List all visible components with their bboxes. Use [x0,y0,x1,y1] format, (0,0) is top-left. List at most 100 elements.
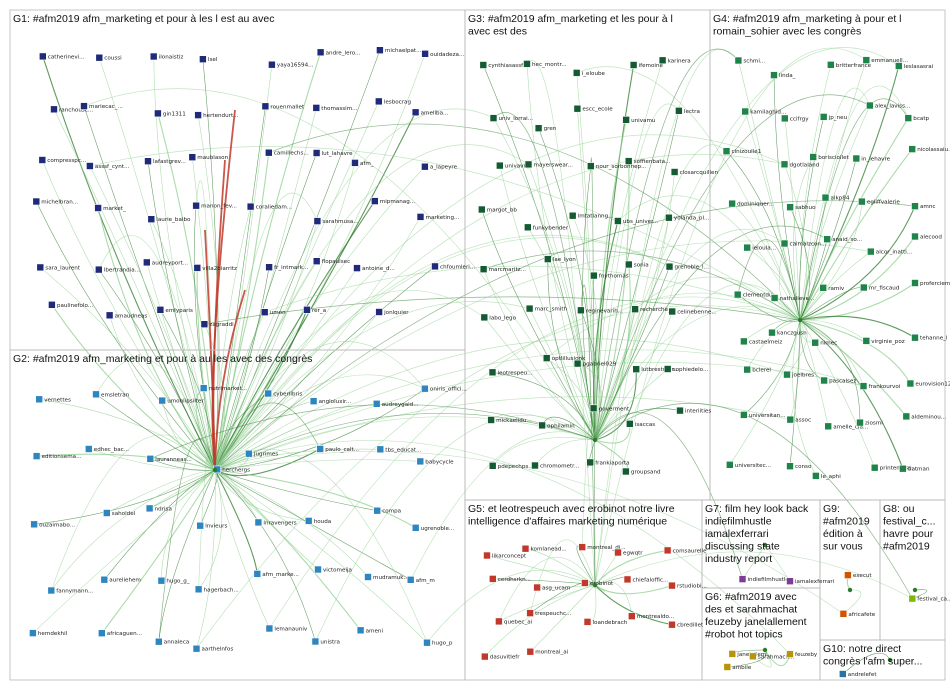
node[interactable]: hemdekhil [29,629,68,638]
node[interactable]: hagerbach... [194,585,239,594]
node[interactable]: coussi [95,53,122,62]
node[interactable]: lmtatianng... [568,211,614,220]
node[interactable]: in_lehavre [852,154,891,163]
node[interactable]: nicolassaiu... [908,145,950,154]
node[interactable]: sophiedelo... [663,365,709,374]
node[interactable]: ameni [356,626,383,635]
node[interactable]: cbredillet [668,620,704,629]
node[interactable]: aureliehem [100,575,141,584]
node[interactable]: feuzeby [786,650,818,659]
node[interactable]: aldeminou... [902,412,947,421]
node[interactable]: zagraddi [200,320,234,329]
node[interactable]: ilonaistiz [149,52,183,61]
node[interactable]: rouenmallet [261,102,305,111]
node[interactable]: lectra [675,107,700,115]
node[interactable]: asg_ucam [533,583,571,592]
node[interactable]: sabhuo [786,203,816,212]
node[interactable]: celinebenne... [668,307,717,316]
node[interactable]: nathalieve... [770,294,815,303]
node[interactable]: lbertrandia... [95,265,140,274]
node[interactable]: universitec... [725,460,771,469]
node[interactable]: africaguen... [98,629,142,638]
node[interactable]: paulinefolo... [48,300,93,309]
node[interactable]: castaelmeiz [740,337,782,346]
node[interactable]: mariecac_... [80,102,124,111]
node[interactable]: groupsand [622,467,661,476]
node[interactable]: ndrisa [145,504,172,513]
node[interactable]: lesbocrag [374,97,411,106]
node[interactable]: lnravengers [254,518,297,527]
node[interactable]: coraliedam... [246,202,292,211]
node[interactable]: babycycle [416,457,454,466]
node[interactable]: lae_lyon [543,255,576,264]
node[interactable]: gin1311 [154,109,186,118]
node[interactable]: flopaulsec [312,257,350,266]
node[interactable]: amnc [911,202,936,211]
node[interactable]: grenoble_l... [665,262,709,271]
node[interactable]: leslasasrai [894,62,934,71]
node[interactable]: afm_m [406,575,435,584]
node[interactable]: mayerswear... [524,160,573,169]
node[interactable]: dominiquer... [728,199,774,208]
node[interactable]: alex_laviss... [866,101,911,110]
node[interactable]: schmi... [734,56,766,65]
node[interactable]: andre_lero... [316,48,361,57]
node[interactable]: isaccas [625,419,655,428]
node[interactable]: ramiv [819,283,845,292]
node[interactable]: sara_laurent [36,263,81,272]
node[interactable]: kanczgusn [768,328,808,337]
node[interactable]: dasuvitlefr [480,652,520,661]
node[interactable]: ifemoine [629,61,664,70]
node[interactable]: montrealdo... [627,612,674,621]
node[interactable]: mudramuk... [364,573,410,582]
node[interactable]: mickaelidu... [487,416,532,425]
node[interactable]: compa [373,506,401,515]
node[interactable]: tehanne_l [911,333,948,342]
node[interactable]: compresspc... [38,156,87,165]
node[interactable]: marc_smith [525,304,568,313]
node[interactable]: pgabriel029 [573,359,617,368]
node[interactable]: printempse... [870,463,917,472]
node[interactable]: alkp84 [821,193,850,202]
node[interactable]: antoine_d... [353,264,396,273]
node[interactable]: chromometr... [531,461,580,470]
node[interactable]: egliffvalerie [858,197,900,206]
node[interactable]: afm_marke... [253,570,299,578]
node[interactable]: fannymann... [47,586,94,595]
node[interactable]: optlillusionk [542,354,586,363]
node[interactable]: bclerel [743,365,772,374]
node[interactable]: universitan... [740,411,786,419]
node[interactable]: alecood [911,232,943,241]
node[interactable]: funkybender [523,223,569,232]
node[interactable]: quebec_ai [495,617,533,626]
node[interactable]: annaleca [155,637,189,646]
node[interactable]: festival_ca... [908,594,950,603]
node[interactable]: marketing... [416,213,460,221]
node[interactable]: yaya16594... [268,60,314,69]
node[interactable]: soffienbata... [624,157,671,166]
node[interactable]: lauranneas... [146,454,192,463]
node[interactable]: marcmaritz... [479,265,526,274]
node[interactable]: bcatp [904,114,930,123]
node[interactable]: i_eloube [572,69,606,77]
node[interactable]: aarthelnfos [192,644,233,653]
node[interactable]: escc_ecole [573,104,613,113]
node[interactable]: asssf_cynt... [86,162,130,171]
node[interactable]: sarahmusa... [313,217,359,226]
node[interactable]: cinizoulle1 [722,147,762,156]
node[interactable]: herchergs [213,465,250,474]
node[interactable]: univavny [495,161,531,170]
node[interactable]: dgotlaland [780,160,820,169]
node[interactable]: gren [534,124,557,133]
node[interactable]: catherinevi... [38,52,85,61]
node[interactable]: eurovision12 [906,379,950,388]
node[interactable]: linda_ [770,71,796,80]
node[interactable]: yolanda_pl... [665,213,710,222]
node[interactable]: pdepechps... [488,461,534,470]
node[interactable]: alcor_inatti... [866,247,912,256]
node[interactable]: rer_a [303,305,327,314]
node[interactable]: pascalsez [820,376,857,385]
node[interactable]: montreal_di... [578,543,626,552]
node[interactable]: borisciollet [809,153,850,162]
node[interactable]: karinera [658,56,691,65]
